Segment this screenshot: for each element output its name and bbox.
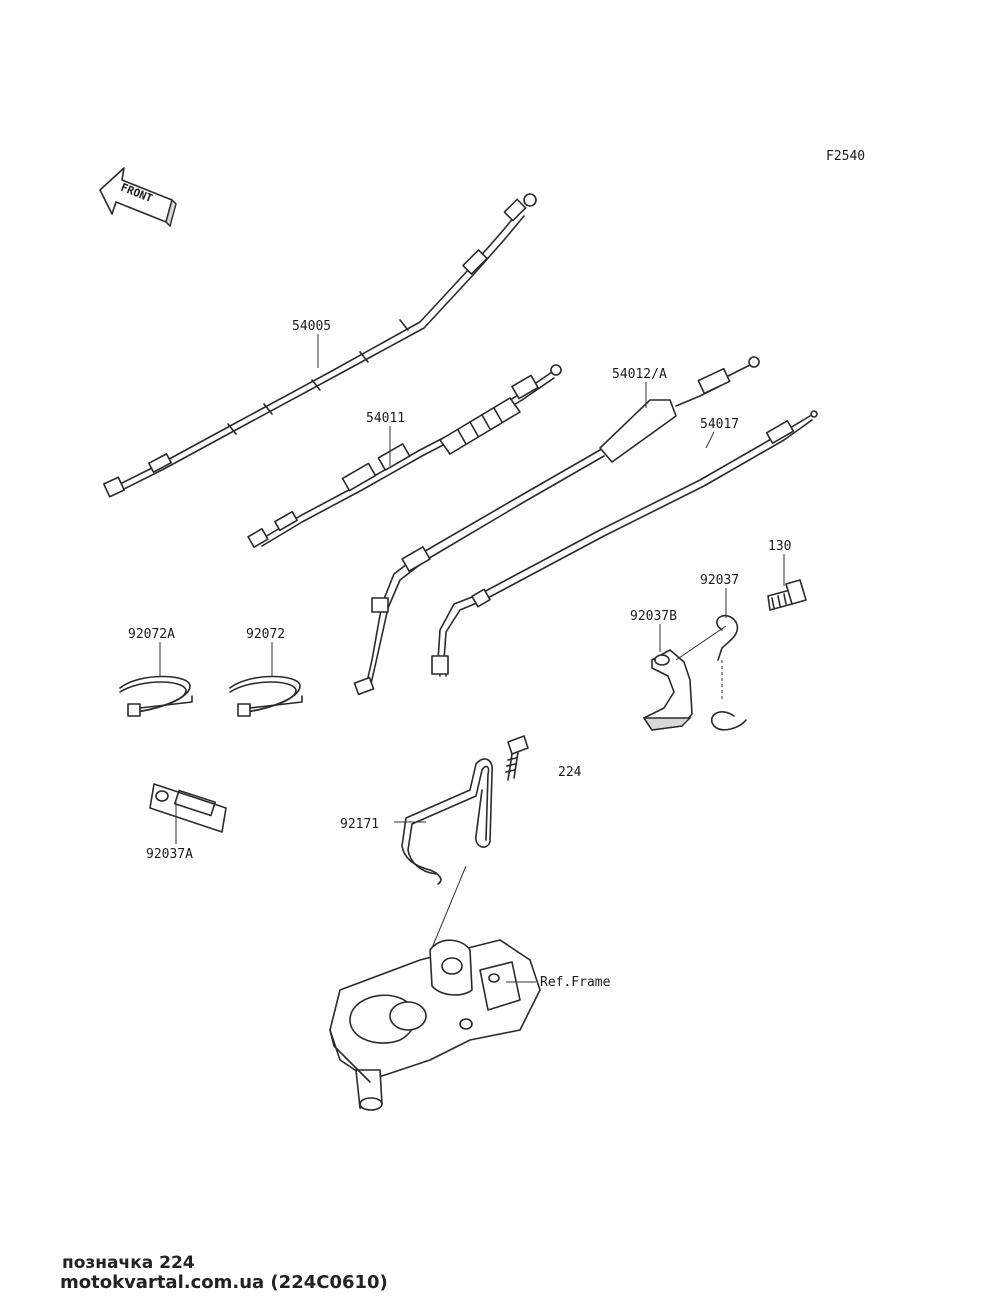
label-54005: 54005 <box>292 319 331 334</box>
label-224: 224 <box>558 765 582 780</box>
label-54017: 54017 <box>700 417 739 432</box>
label-130: 130 <box>768 539 791 554</box>
label-92072: 92072 <box>246 627 285 642</box>
band-92072A <box>119 675 193 717</box>
cable-54011 <box>247 364 562 548</box>
cable-54012A <box>353 356 760 696</box>
clip-92037 <box>710 614 747 731</box>
label-54012A: 54012/A <box>612 367 667 382</box>
label-92037B: 92037B <box>630 609 677 624</box>
label-54011: 54011 <box>366 411 405 426</box>
label-92072A: 92072A <box>128 627 175 642</box>
figure-code: F2540 <box>826 149 865 164</box>
plate-92037A <box>149 783 227 833</box>
label-92037A: 92037A <box>146 847 193 862</box>
frame-reference <box>329 939 541 1111</box>
screw-224 <box>505 735 529 781</box>
label-92171: 92171 <box>340 817 379 832</box>
cable-54005 <box>102 193 537 498</box>
footer-source: motokvartal.com.ua (224C0610) <box>60 1272 388 1293</box>
bolt-130 <box>767 579 807 611</box>
label-ref-frame: Ref.Frame <box>540 975 611 990</box>
leader-lines <box>159 334 785 983</box>
guide-92171 <box>401 758 494 885</box>
label-92037: 92037 <box>700 573 739 588</box>
band-92072 <box>229 675 303 717</box>
front-arrow-icon: FRONT <box>99 167 177 228</box>
footer-caption: позначка 224 <box>62 1253 195 1273</box>
bracket-92037B <box>642 649 693 731</box>
cable-54017 <box>431 410 818 677</box>
